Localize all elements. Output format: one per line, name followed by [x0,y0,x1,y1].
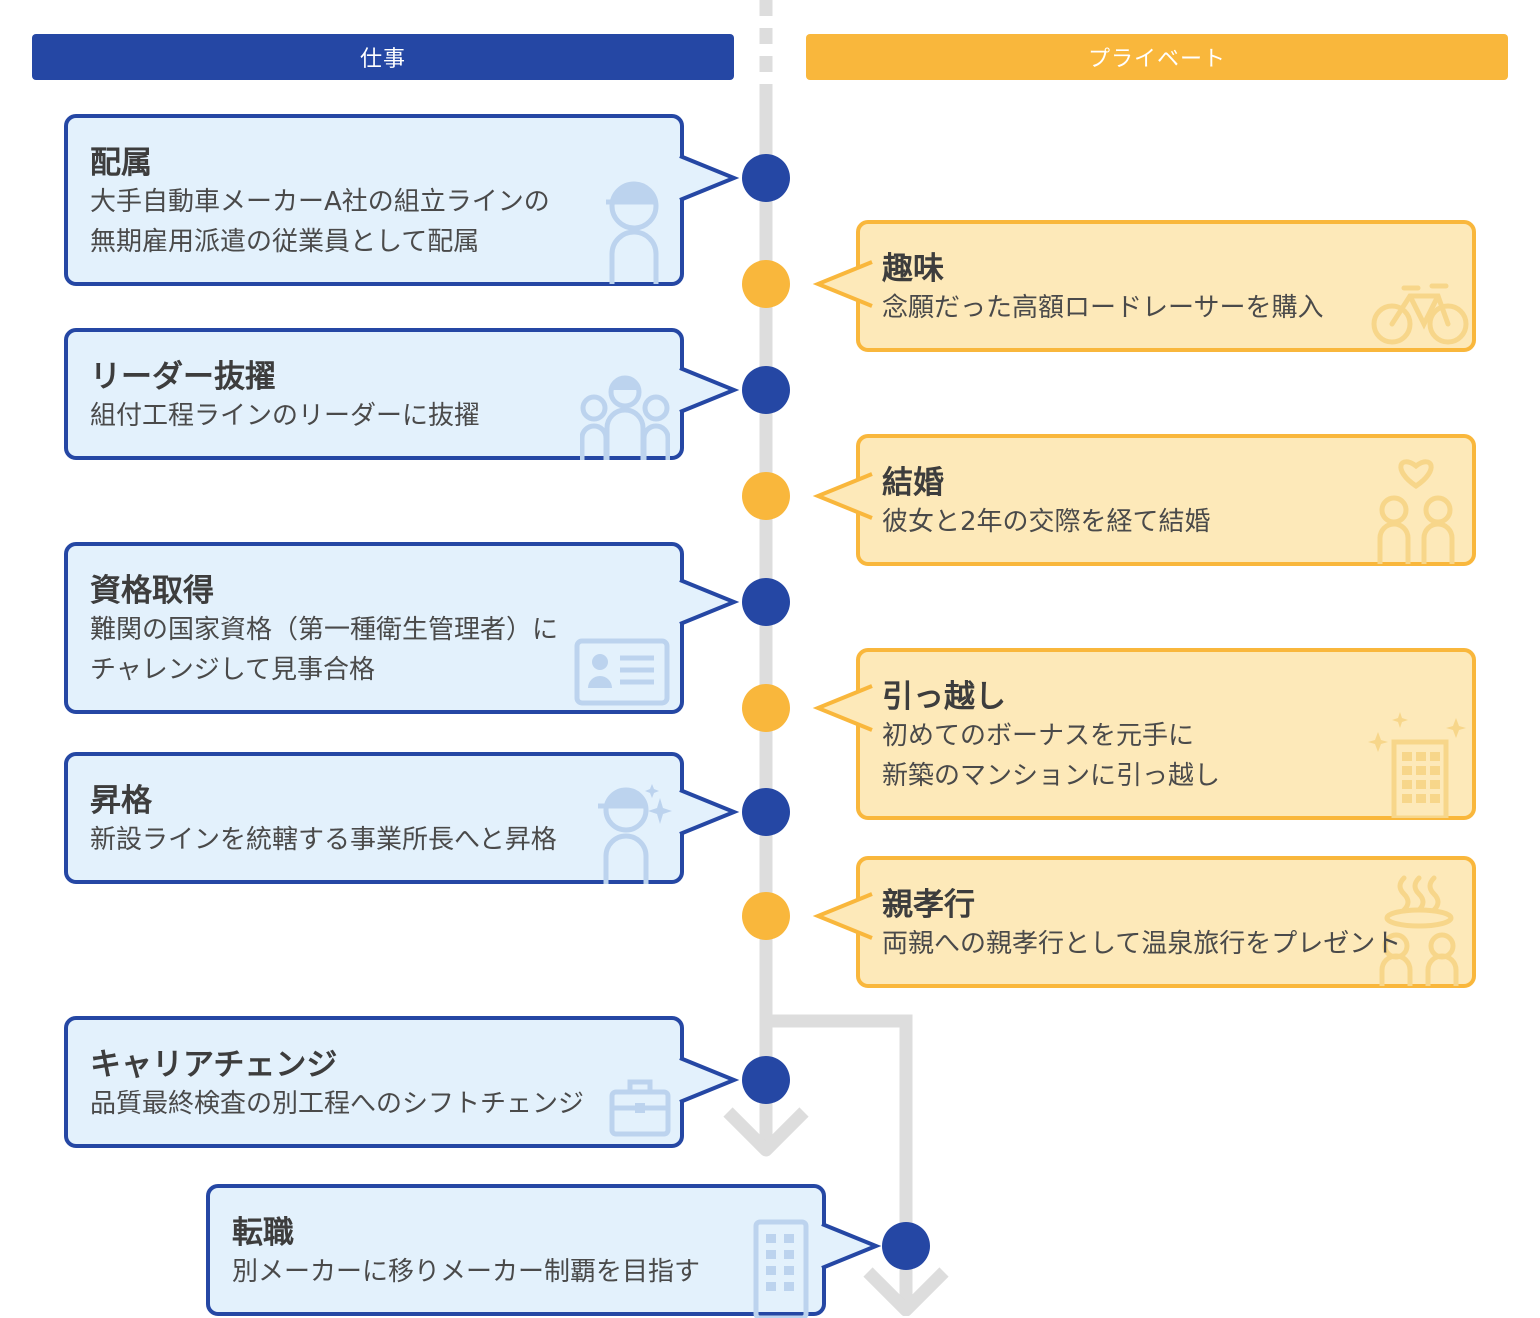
event-title: キャリアチェンジ [90,1047,338,1083]
event-card-career-change: キャリアチェンジ 品質最終検査の別工程へのシフトチェンジ [64,1016,684,1148]
timeline-branch-line [766,1014,913,1306]
event-description: 彼女と2年の交際を経て結婚 [882,507,1211,537]
timeline-dot-promotion [742,788,790,836]
timeline-dot-assignment [742,154,790,202]
event-card-promotion: 昇格 新設ラインを統轄する事業所長へと昇格 [64,752,684,884]
event-pointer-hobby [812,260,876,308]
header-private: プライベート [806,34,1508,80]
event-pointer-moving [812,684,876,732]
event-title: 趣味 [882,251,944,287]
event-description: 初めてのボーナスを元手に 新築のマンションに引っ越し [882,721,1221,791]
hot-spring-parents-icon [1379,875,1459,986]
header-work-label: 仕事 [359,47,406,72]
event-card-marriage: 結婚 彼女と2年の交際を経て結婚 [856,434,1476,566]
worker-cap-icon [606,181,659,284]
event-card-filial-piety: 親孝行 両親への親孝行として温泉旅行をプレゼント [856,856,1476,988]
id-card-icon [574,638,670,706]
event-title: 親孝行 [882,887,975,923]
apartment-sparkle-icon [1368,712,1466,818]
event-card-moving: 引っ越し 初めてのボーナスを元手に 新築のマンションに引っ越し [856,648,1476,820]
office-building-icon [753,1219,809,1318]
event-title: 配属 [90,145,152,181]
event-pointer-marriage [812,472,876,520]
event-description: 別メーカーに移りメーカー制覇を目指す [232,1257,701,1287]
group-people-icon [580,375,670,460]
event-pointer-job-change [818,1222,882,1270]
event-description: 大手自動車メーカーA社の組立ラインの 無期雇用派遣の従業員として配属 [90,187,550,257]
briefcase-icon [609,1079,671,1137]
event-title: 転職 [232,1215,294,1251]
timeline-dot-leader [742,366,790,414]
event-pointer-promotion [676,788,740,836]
event-description: 両親への親孝行として温泉旅行をプレゼント [882,929,1402,959]
header-work: 仕事 [32,34,734,80]
event-card-hobby: 趣味 念願だった高額ロードレーサーを購入 [856,220,1476,352]
event-card-certification: 資格取得 難関の国家資格（第一種衛生管理者）に チャレンジして見事合格 [64,542,684,714]
timeline-main-arrowhead [723,1107,809,1157]
event-card-leader: リーダー抜擢 組付工程ラインのリーダーに抜擢 [64,328,684,460]
event-card-assignment: 配属 大手自動車メーカーA社の組立ラインの 無期雇用派遣の従業員として配属 [64,114,684,286]
event-description: 難関の国家資格（第一種衛生管理者）に チャレンジして見事合格 [90,615,559,685]
worker-sparkle-icon [598,784,672,884]
timeline-dot-moving [742,684,790,732]
timeline-branch-arrowhead [863,1267,949,1316]
timeline-dot-filial-piety [742,892,790,940]
couple-heart-icon [1377,459,1455,564]
event-description: 組付工程ラインのリーダーに抜擢 [90,401,481,431]
event-description: 新設ラインを統轄する事業所長へと昇格 [90,825,557,855]
event-title: 昇格 [90,783,152,819]
timeline-dot-hobby [742,260,790,308]
event-title: 資格取得 [90,573,214,609]
header-private-label: プライベート [1087,47,1226,72]
event-description: 念願だった高額ロードレーサーを購入 [882,293,1324,323]
timeline-dot-marriage [742,472,790,520]
event-title: リーダー抜擢 [90,359,276,395]
event-pointer-career-change [676,1056,740,1104]
event-description: 品質最終検査の別工程へのシフトチェンジ [90,1089,585,1119]
event-pointer-leader [676,366,740,414]
timeline-dot-certification [742,578,790,626]
event-pointer-assignment [676,154,740,202]
event-pointer-filial-piety [812,892,876,940]
bicycle-icon [1371,283,1469,345]
timeline-dot-job-change [882,1222,930,1270]
event-title: 引っ越し [882,679,1006,715]
timeline-dot-career-change [742,1056,790,1104]
event-pointer-certification [676,578,740,626]
event-title: 結婚 [882,465,944,501]
event-card-job-change: 転職 別メーカーに移りメーカー制覇を目指す [206,1184,826,1318]
